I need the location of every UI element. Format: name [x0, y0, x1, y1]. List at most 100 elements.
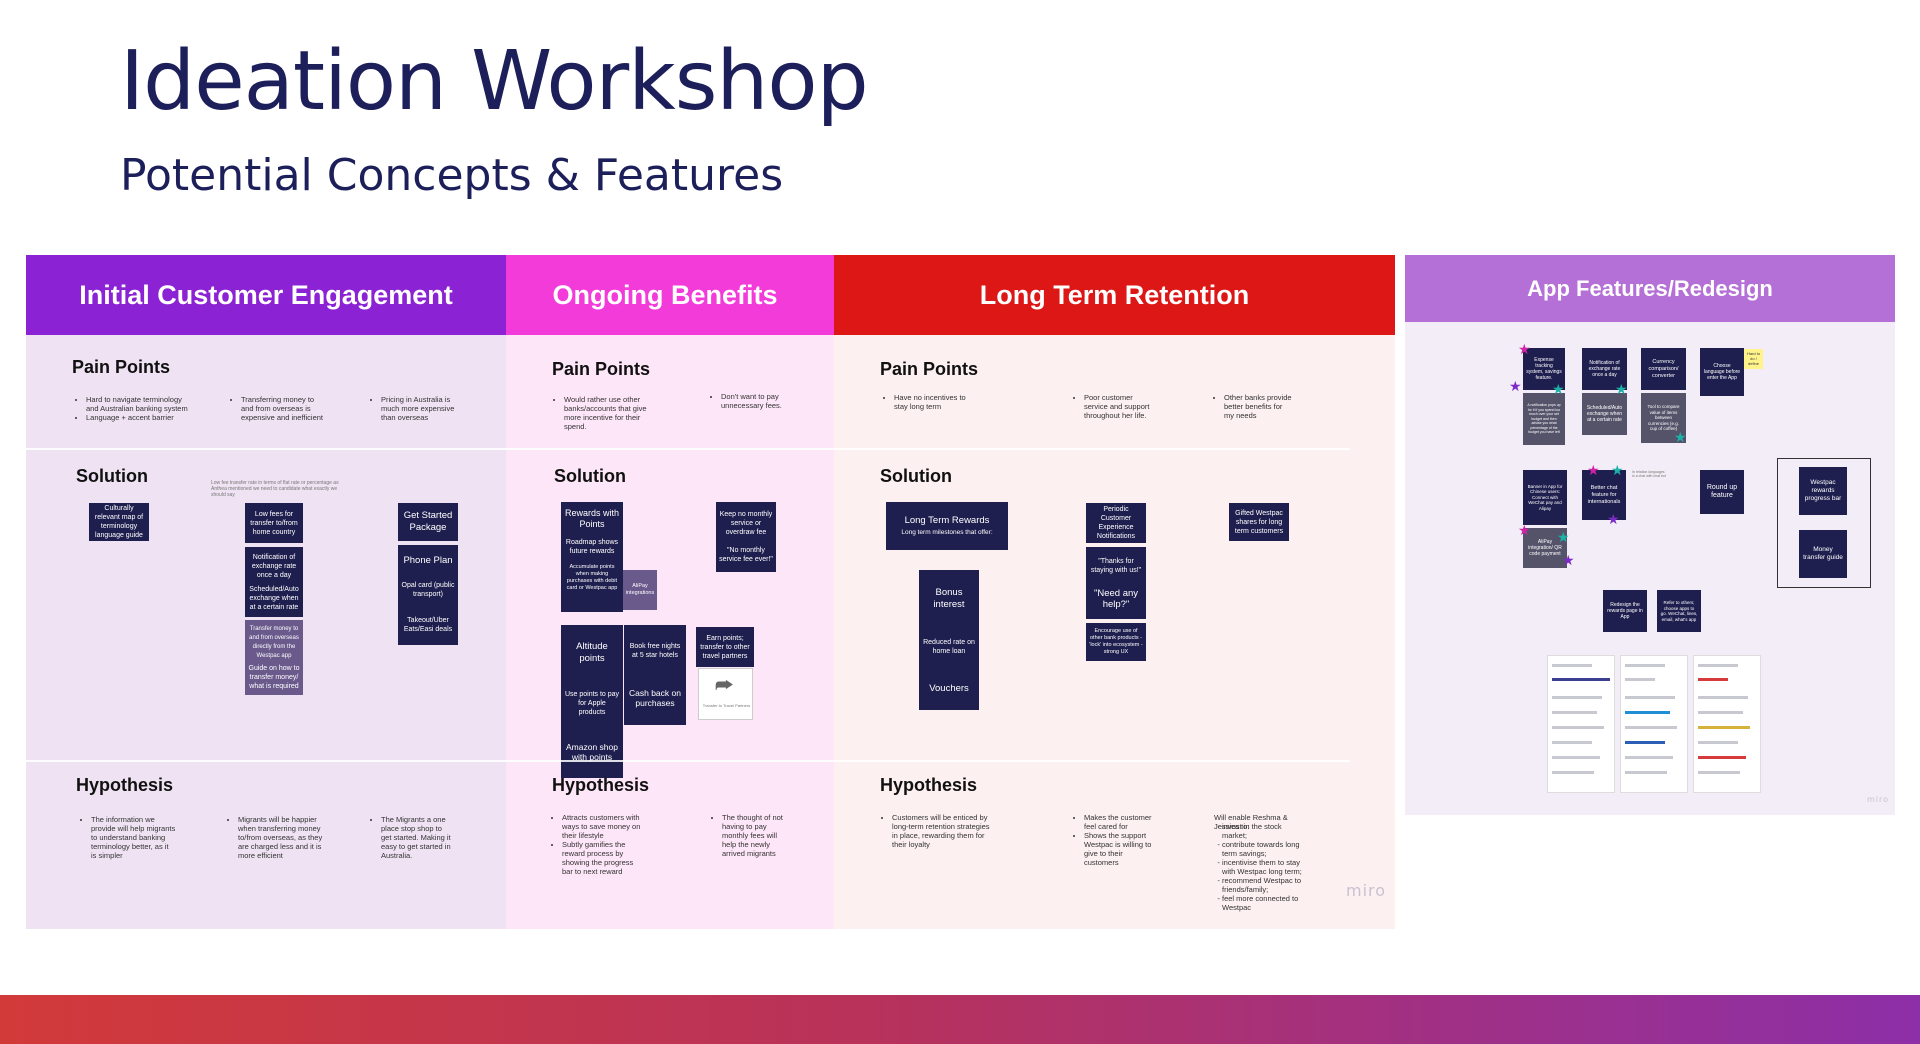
sticky-note[interactable]: Refer to others; choose apps to go. WeCh…	[1657, 590, 1701, 632]
sticky-note[interactable]: Choose language before enter the App	[1700, 348, 1744, 396]
star-icon: ★	[1674, 429, 1687, 445]
sticky-note[interactable]: Notification of exchange rate once a day…	[245, 547, 303, 617]
pain-point: Transferring money to and from overseas …	[241, 395, 326, 422]
sticky-note[interactable]: Banner in App for Chinese users: Connect…	[1523, 470, 1567, 525]
star-icon: ★	[1557, 529, 1570, 545]
sticky-note[interactable]: "Thanks for staying with us!" "Need any …	[1086, 547, 1146, 619]
section-pain-points: Pain Points	[552, 359, 651, 379]
section-divider	[26, 448, 506, 450]
sticky-note[interactable]: Westpac rewards progress bar	[1799, 467, 1847, 515]
pain-points-list: Other banks provide better benefits for …	[1214, 393, 1294, 420]
pain-point: Poor customer service and support throug…	[1084, 393, 1154, 420]
sticky-note[interactable]: Scheduled/Auto exchange when at a certai…	[1582, 393, 1627, 435]
sticky-note[interactable]: AliPay integration/ QR code payment	[1523, 528, 1567, 568]
pain-point: Other banks provide better benefits for …	[1224, 393, 1294, 420]
sticky-note[interactable]: Earn points; transfer to other travel pa…	[696, 627, 754, 667]
pain-points-list: Hard to navigate terminology and Austral…	[76, 395, 196, 422]
sticky-note[interactable]: Expense tracking system, savings feature…	[1523, 348, 1565, 390]
hypothesis-list: The Migrants a one place stop shop to ge…	[371, 815, 453, 860]
sticky-note[interactable]: Encourage use of other bank products - '…	[1086, 623, 1146, 661]
section-pain-points: Pain Points	[880, 359, 979, 379]
note-text: Guide on how to transfer money/ what is …	[248, 664, 300, 690]
pain-points-list: Don't want to pay unnecessary fees.	[711, 392, 786, 410]
note-text: "No monthly service fee ever!"	[719, 547, 773, 564]
section-divider	[506, 760, 834, 762]
pain-point: Have no incentives to stay long term	[894, 393, 969, 411]
note-text: Rewards with Points	[564, 508, 620, 529]
app-features-header: App Features/Redesign	[1405, 255, 1895, 322]
note-text: Phone Plan	[403, 555, 453, 567]
pain-point: Language + accent barrier	[86, 413, 196, 422]
note-text: "Thanks for staying with us!"	[1090, 557, 1142, 574]
sticky-note[interactable]: Better chat feature for internationals	[1582, 470, 1626, 520]
frame-rewards[interactable]	[1777, 458, 1871, 588]
sticky-note[interactable]: Low fees for transfer to/from home count…	[245, 503, 303, 543]
column-body-ongoing-benefits: Pain Points Would rather use other banks…	[506, 335, 834, 929]
app-screenshot[interactable]	[1693, 655, 1761, 793]
section-hypothesis: Hypothesis	[76, 775, 174, 795]
pain-point: Hard to navigate terminology and Austral…	[86, 395, 196, 413]
enable-item: invest in the stock market;	[1222, 822, 1304, 840]
enable-item: recommend Westpac to friends/family;	[1222, 876, 1304, 894]
note-text: Takeout/Uber Eats/Easi deals	[403, 616, 453, 633]
pain-points-list: Have no incentives to stay long term	[884, 393, 969, 411]
hypothesis-item: The thought of not having to pay monthly…	[722, 813, 792, 858]
sticky-note[interactable]: Tool to compare value of items between c…	[1641, 393, 1686, 443]
section-solution: Solution	[554, 466, 626, 486]
sticky-note[interactable]: AliPay integrations	[623, 570, 657, 610]
note-text: Opal card (public transport)	[401, 582, 455, 599]
app-features-panel: App Features/Redesign Expense tracking s…	[1405, 255, 1895, 815]
app-screenshot[interactable]	[1620, 655, 1688, 793]
sticky-note[interactable]: Redesign the rewards page in App	[1603, 590, 1647, 632]
partner-card[interactable]: ⮫ Transfer to Travel Partners	[698, 668, 753, 720]
sticky-note[interactable]: Bonus interest Reduced rate on home loan…	[919, 570, 979, 710]
sticky-note[interactable]: Gifted Westpac shares for long term cust…	[1229, 503, 1289, 541]
sticky-note[interactable]: Currency comparison/ converter	[1641, 348, 1686, 390]
pain-point: Pricing in Australia is much more expens…	[381, 395, 461, 422]
sticky-note[interactable]: Round up feature	[1700, 470, 1744, 514]
hypothesis-item: Subtly gamifies the reward process by sh…	[562, 840, 642, 876]
card-caption: Transfer to Travel Partners	[702, 703, 751, 708]
sticky-note[interactable]: Rewards with Points Roadmap shows future…	[561, 502, 623, 612]
hypothesis-item: Migrants will be happier when transferri…	[238, 815, 323, 860]
enable-item: feel more connected to Westpac	[1222, 894, 1304, 912]
sticky-note[interactable]: Keep no monthly service or overdraw fee …	[716, 502, 776, 572]
note-text: Scheduled/Auto exchange when at a certai…	[249, 585, 299, 611]
sticky-note[interactable]: Notification of exchange rate once a day	[1582, 348, 1627, 390]
sticky-note[interactable]: Altitude points Use points to pay for Ap…	[561, 625, 623, 778]
yellow-sticky[interactable]: Hard to do / define	[1744, 349, 1763, 369]
hypothesis-list: Makes the customer feel cared for Shows …	[1074, 813, 1154, 867]
sticky-note[interactable]: Book free nights at 5 star hotels Cash b…	[624, 625, 686, 725]
column-body-initial-engagement: Pain Points Hard to navigate terminology…	[26, 335, 506, 929]
section-hypothesis: Hypothesis	[880, 775, 978, 795]
note-text: Roadmap shows future rewards	[565, 539, 619, 555]
hypothesis-item: Shows the support Westpac is willing to …	[1084, 831, 1154, 867]
hypothesis-item: Makes the customer feel cared for	[1084, 813, 1154, 831]
note-text: Long Term Rewards	[904, 514, 990, 526]
miro-board: Initial Customer Engagement Pain Points …	[26, 255, 1395, 929]
section-hypothesis: Hypothesis	[552, 775, 650, 795]
column-header-ongoing-benefits: Ongoing Benefits	[506, 255, 834, 335]
section-divider	[26, 760, 506, 762]
hypothesis-item: Customers will be enticed by long-term r…	[892, 813, 992, 849]
sticky-note[interactable]: Get Started Package	[398, 503, 458, 541]
enable-intro: Will enable Reshma & Jessica to:	[1214, 813, 1288, 831]
note-text: Keep no monthly service or overdraw fee	[719, 510, 773, 536]
sticky-note[interactable]: Transfer money to and from overseas dire…	[245, 620, 303, 695]
miro-watermark: miro	[1346, 881, 1387, 900]
section-solution: Solution	[880, 466, 952, 486]
sticky-note[interactable]: A notification pops up for it if you spe…	[1523, 393, 1565, 445]
solution-comment: Low fee transfer rate in terms of flat r…	[211, 480, 339, 498]
enable-item: contribute towards long term savings;	[1222, 840, 1304, 858]
hypothesis-list: The information we provide will help mig…	[81, 815, 176, 860]
share-icon: ⮫	[715, 675, 734, 697]
sticky-note[interactable]: Periodic Customer Experience Notificatio…	[1086, 503, 1146, 543]
star-icon: ★	[1518, 522, 1531, 538]
column-ongoing-benefits: Ongoing Benefits Pain Points Would rathe…	[506, 255, 834, 929]
app-screenshot[interactable]	[1547, 655, 1615, 793]
sticky-note[interactable]: Culturally relevant map of terminology l…	[89, 503, 149, 541]
sticky-note[interactable]: Money transfer guide	[1799, 530, 1847, 578]
sticky-note[interactable]: Long Term Rewards Long term milestones t…	[886, 502, 1008, 550]
sticky-note[interactable]: Phone Plan Opal card (public transport) …	[398, 545, 458, 645]
page-title: Ideation Workshop	[120, 34, 869, 129]
